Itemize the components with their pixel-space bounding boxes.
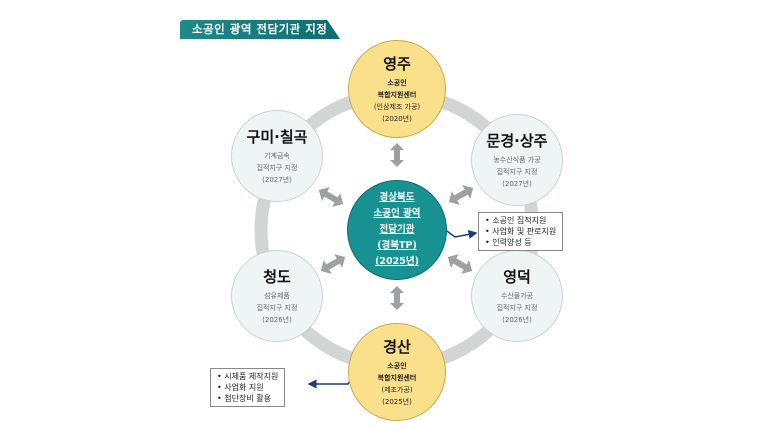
center-node-gyeongbuk-tp: 경상북도 소공인 광역 전담기관 (경북TP) (2025년) xyxy=(347,180,447,280)
double-arrows xyxy=(318,143,474,310)
gyeongsan-support-box: 시제품 제작지원 사업화 지원 첨단장비 활용 xyxy=(210,368,286,407)
node-cheongdo: 청도 섬유제품 집적지구 지정 (2026년) xyxy=(231,250,323,342)
node-gyeongsan: 경산 소공인 복합지원센터 (제조가공) (2025년) xyxy=(348,323,446,421)
node-gumi-chilgok: 구미·칠곡 기계금속 집적지구 지정 (2027년) xyxy=(231,110,323,202)
node-mungyeong-sangju: 문경·상주 농수산식품 가공 집적지구 지정 (2027년) xyxy=(471,114,563,206)
node-yeongju: 영주 소공인 복합지원센터 (인삼제조 가공) (2020년) xyxy=(348,40,446,138)
center-support-box: 소공인 집적지원 사업화 및 판로지원 인력양성 등 xyxy=(478,212,564,251)
node-yeongdeok: 영덕 수산물가공 집적지구 지정 (2026년) xyxy=(471,250,563,342)
title-banner: 소공인 광역 전담기관 지정 xyxy=(180,20,340,39)
